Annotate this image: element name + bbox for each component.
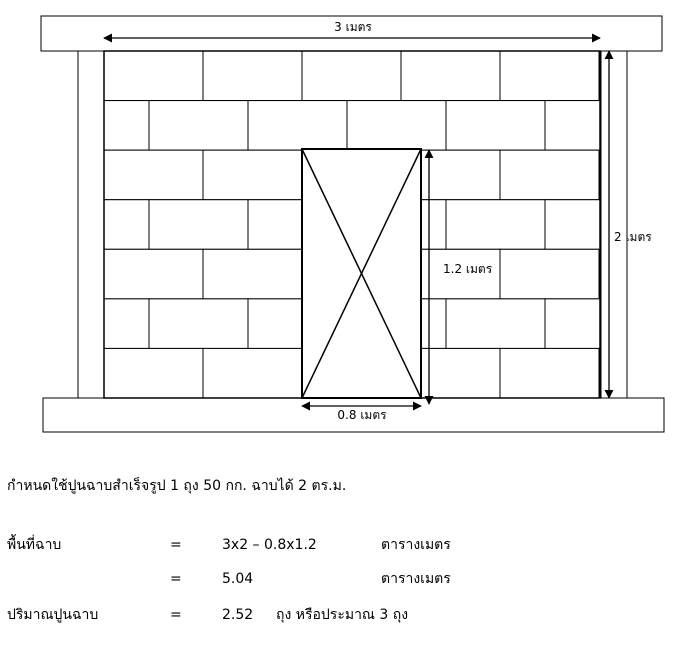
brick — [103, 248, 204, 300]
brick — [103, 298, 150, 349]
brick — [544, 298, 601, 349]
brick — [202, 347, 303, 399]
door-height-label: 1.2 เมตร — [443, 262, 493, 276]
brick — [103, 50, 204, 102]
brick — [148, 100, 249, 151]
calc-row1-unit: ตารางเมตร — [381, 537, 451, 553]
brick — [301, 50, 402, 102]
calc-row3-value: 2.52 — [222, 607, 254, 623]
note-text: กำหนดใช้ปูนฉาบสำเร็จรูป 1 ถุง 50 กก. ฉาบ… — [7, 478, 347, 494]
brick — [544, 100, 601, 151]
calc-row2-value: 5.04 — [222, 571, 254, 587]
calc-row1-equals: = — [170, 537, 182, 553]
brick — [103, 149, 204, 201]
door-opening — [301, 148, 422, 399]
calc-row3-label: ปริมาณปูนฉาบ — [7, 607, 99, 623]
brick — [445, 298, 546, 349]
calc-row1-label: พื้นที่ฉาบ — [7, 537, 62, 553]
right-height-label: 2 เมตร — [614, 230, 652, 244]
wall-diagram: 3 เมตร 2 เมตร 1.2 เมตร 0.8 เมตร — [40, 15, 665, 433]
brick — [103, 347, 204, 399]
brick — [202, 149, 303, 201]
brick — [346, 100, 447, 151]
brick — [247, 100, 348, 151]
brick — [445, 100, 546, 151]
brick — [103, 100, 150, 151]
brick — [499, 50, 600, 102]
calc-row2-unit: ตารางเมตร — [381, 571, 451, 587]
left-column — [77, 50, 105, 399]
brick — [202, 248, 303, 300]
brick — [148, 298, 249, 349]
brick — [202, 50, 303, 102]
brick — [445, 199, 546, 250]
calc-row3-unit: ถุง หรือประมาณ 3 ถุง — [276, 607, 409, 623]
door-width-label: 0.8 เมตร — [337, 408, 387, 422]
brick — [103, 199, 150, 250]
brick — [400, 50, 501, 102]
brick — [499, 149, 600, 201]
brick — [544, 199, 601, 250]
brick — [499, 347, 600, 399]
calc-row3-equals: = — [170, 607, 182, 623]
right-column — [600, 50, 628, 399]
calc-row2-equals: = — [170, 571, 182, 587]
top-width-label: 3 เมตร — [334, 20, 372, 34]
calc-row1-expression: 3x2 – 0.8x1.2 — [222, 537, 317, 553]
brick — [148, 199, 249, 250]
brick — [499, 248, 600, 300]
